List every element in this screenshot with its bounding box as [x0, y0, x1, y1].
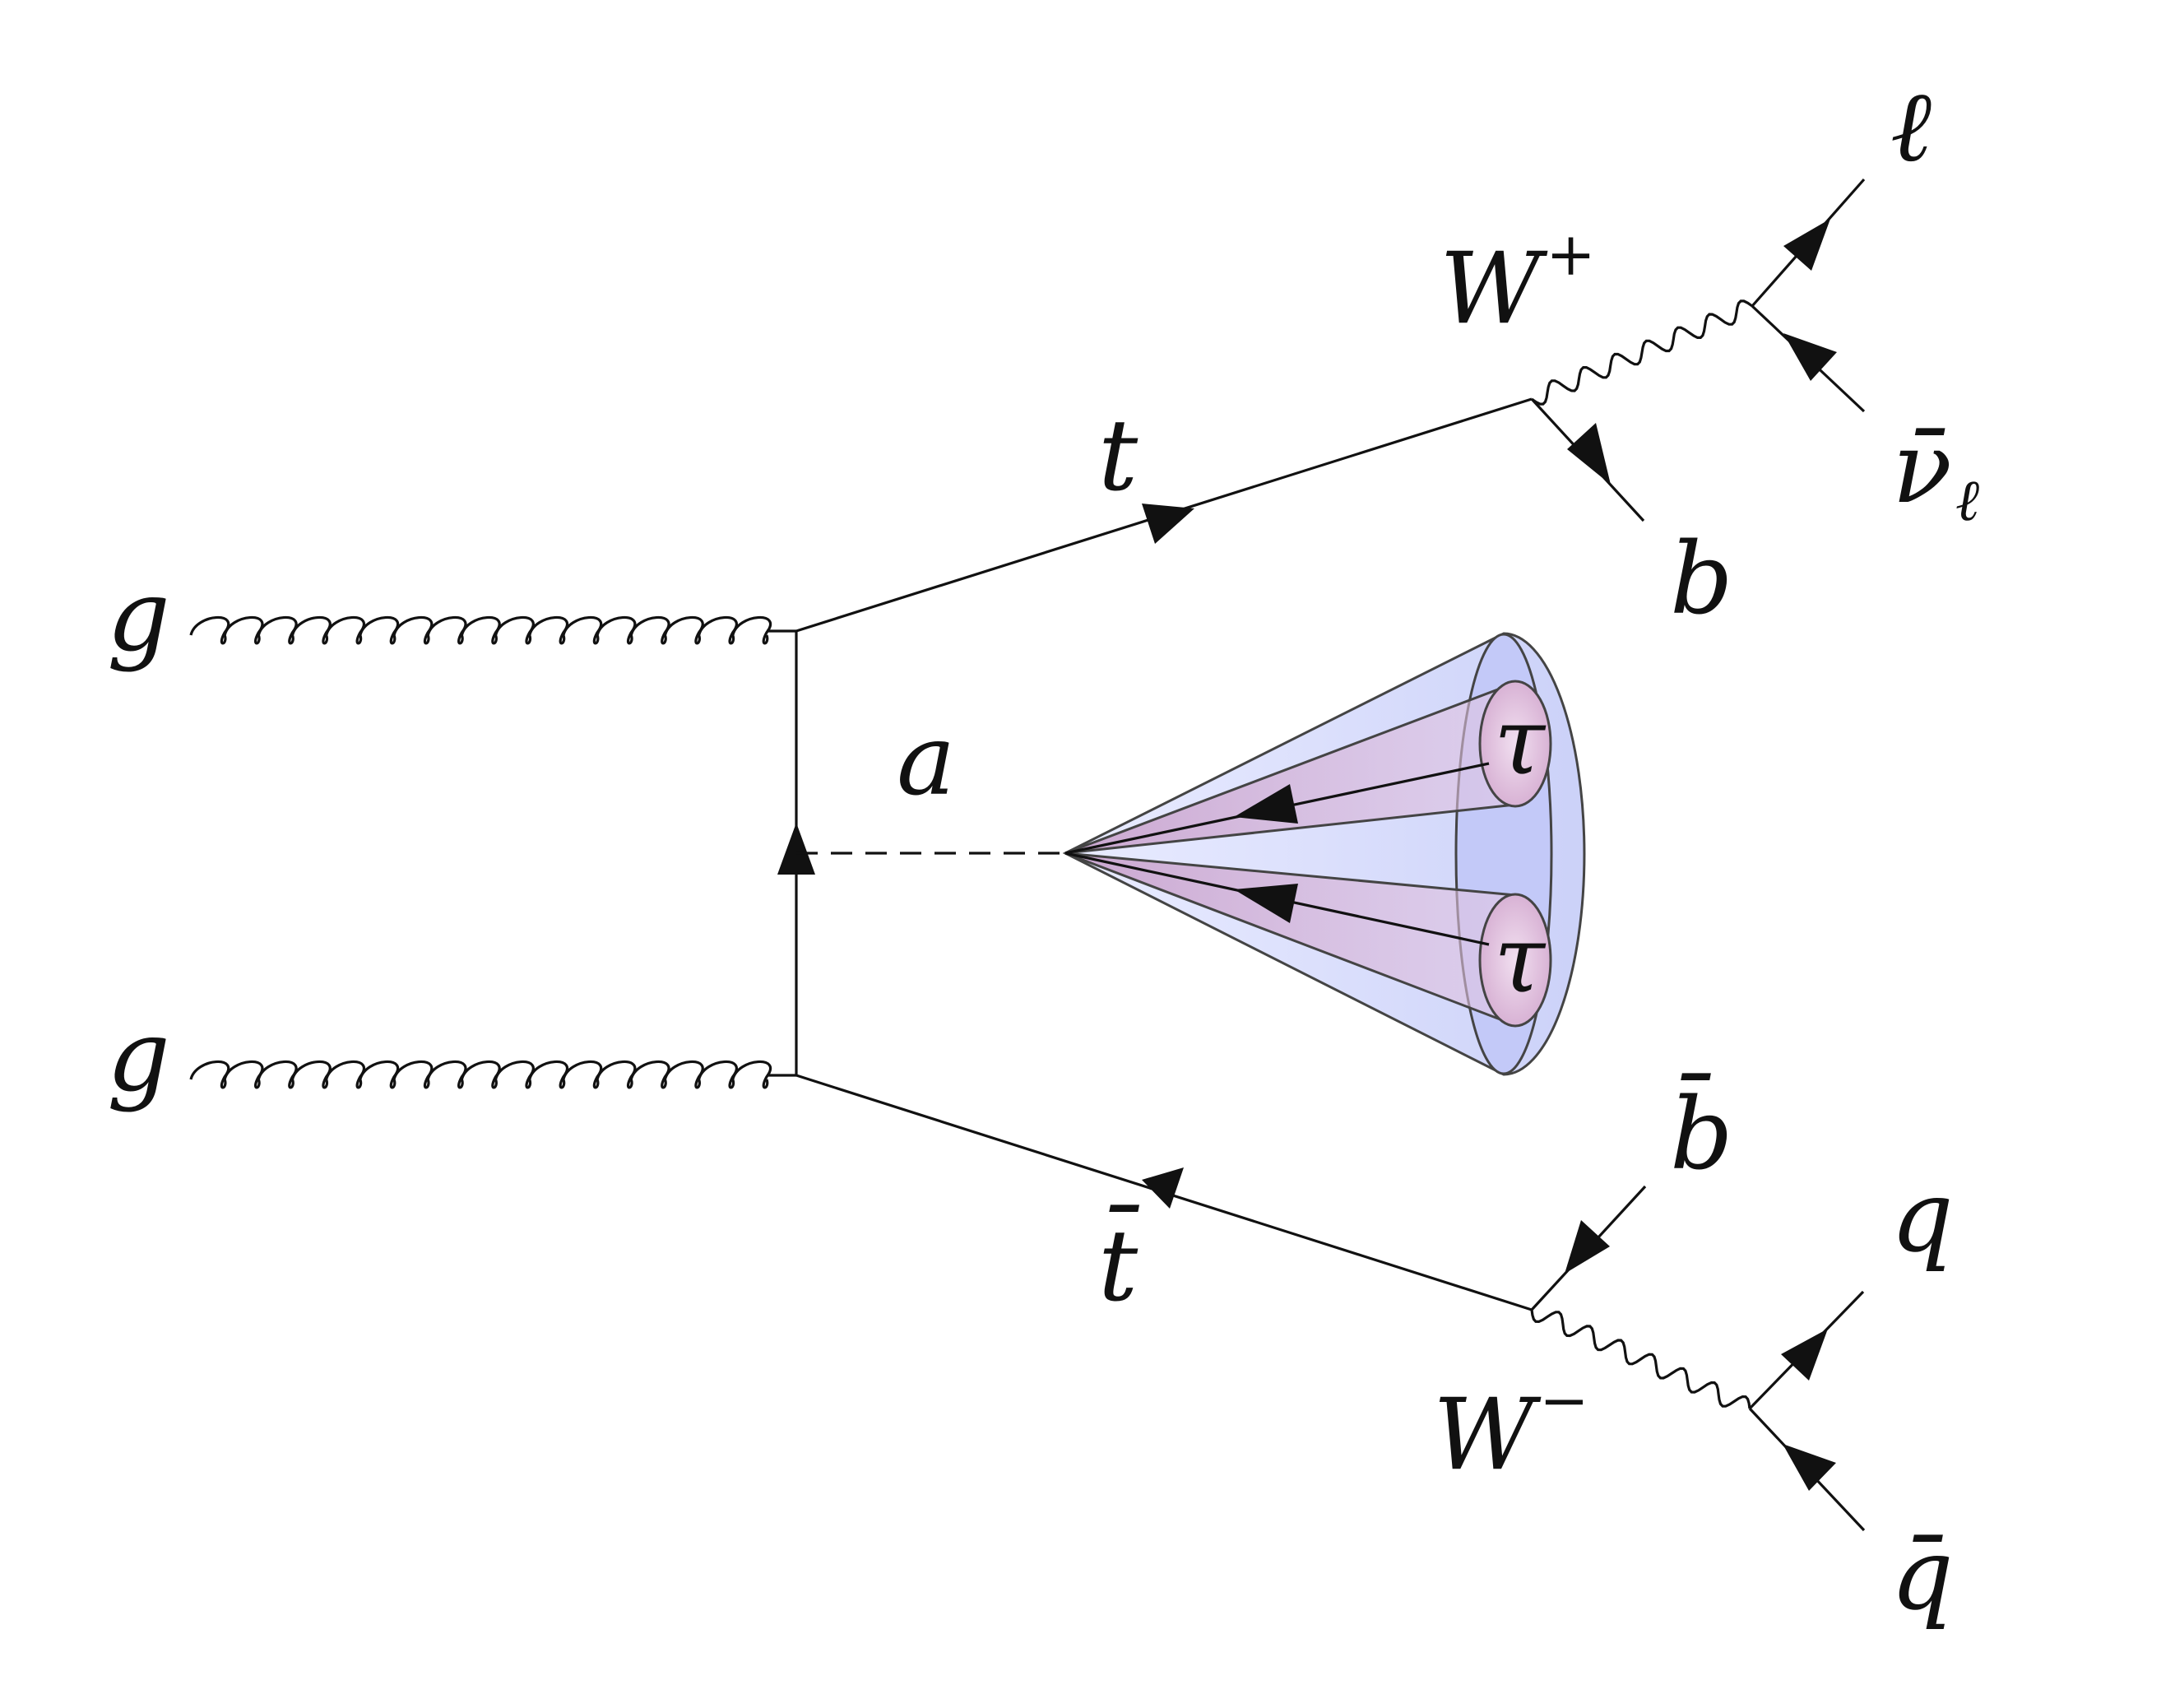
label-tau-1: τ: [1494, 689, 1547, 796]
gluon-line-top: [189, 615, 772, 645]
arrow-antitop-quark: [1142, 1167, 1184, 1209]
label-g-top: g: [107, 559, 170, 674]
arrow-q: [1781, 1329, 1828, 1381]
label-w-minus-main: W: [1433, 1378, 1542, 1492]
arrow-b-quark: [1567, 423, 1611, 485]
arrow-vertical: [777, 823, 815, 875]
label-antineutrino-sub: ℓ: [1955, 466, 1979, 534]
tau-disc-1: [1478, 680, 1552, 808]
label-q: q: [1890, 1160, 1954, 1274]
w-minus-boson-line: [1530, 1309, 1751, 1409]
label-g-bottom: g: [107, 1000, 170, 1114]
arrow-tau-2: [1234, 884, 1298, 923]
arrow-lepton: [1783, 219, 1830, 271]
arrow-antineutrino: [1783, 333, 1837, 381]
label-antineutrino: ν̄ℓ: [1892, 411, 1979, 534]
tau-disc-2: [1478, 893, 1552, 1028]
label-w-plus: W+: [1440, 220, 1596, 346]
arrow-top-quark: [1142, 504, 1194, 544]
label-t: t: [1098, 399, 1139, 513]
label-b-bar: b̄: [1670, 1073, 1733, 1192]
w-plus-boson-line: [1531, 299, 1753, 406]
label-w-plus-sup: +: [1546, 220, 1595, 289]
arrow-bbar-quark: [1565, 1220, 1610, 1274]
arrow-tau-1: [1234, 784, 1298, 824]
label-t-bar: t̄: [1098, 1204, 1139, 1324]
label-w-minus-sup: −: [1539, 1366, 1588, 1435]
label-w-plus-main: W: [1440, 232, 1548, 346]
label-a: a: [897, 703, 956, 818]
label-tau-2: τ: [1494, 907, 1547, 1014]
label-b: b: [1670, 522, 1733, 637]
label-antineutrino-main: ν̄: [1892, 411, 1952, 526]
label-q-bar: q̄: [1890, 1518, 1954, 1632]
arrow-qbar: [1783, 1444, 1836, 1491]
gluon-line-bottom: [189, 1060, 772, 1089]
label-lepton: ℓ: [1890, 70, 1932, 184]
boosted-ditau-cone: [1062, 632, 1586, 1076]
label-w-minus: W−: [1433, 1366, 1589, 1492]
